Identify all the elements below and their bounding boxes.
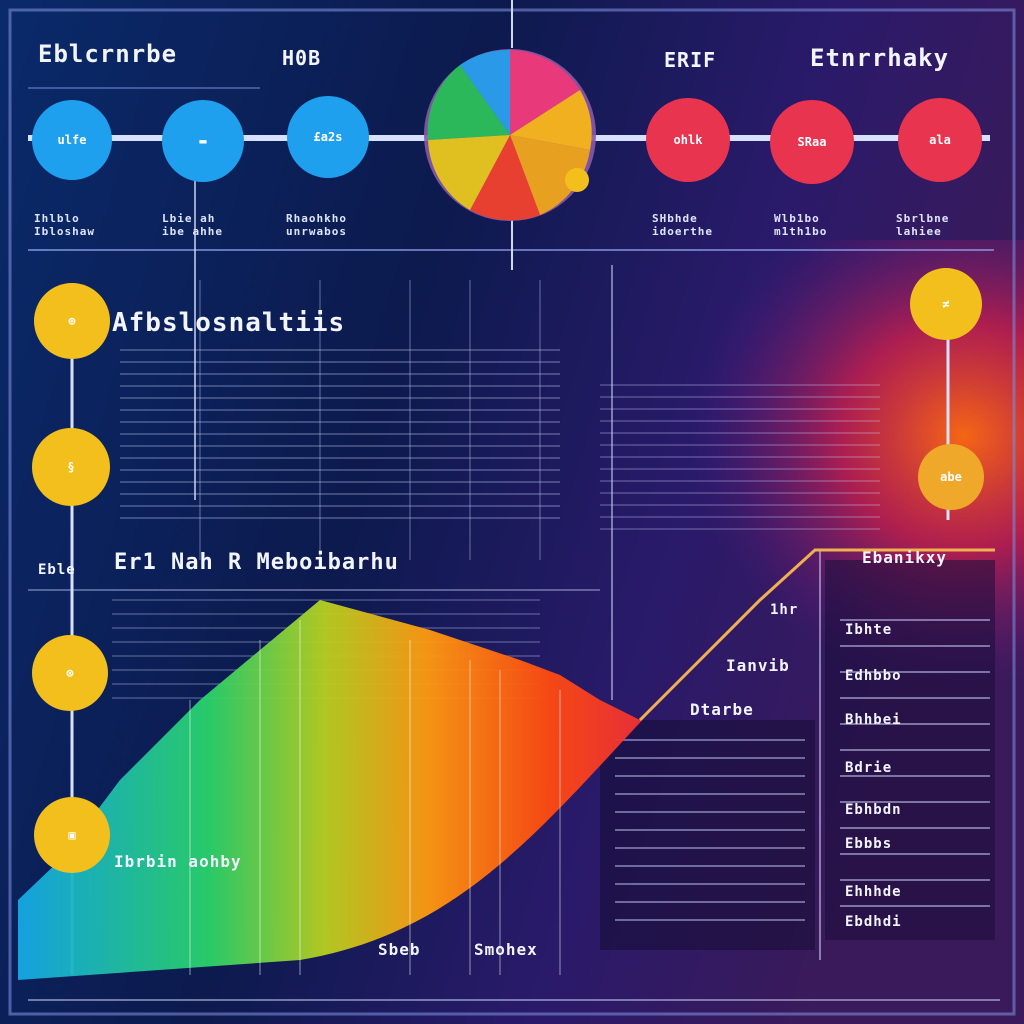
right-label-2: Ianvib bbox=[726, 656, 790, 675]
curve-label: Ibrbin aohby bbox=[114, 852, 242, 871]
timeline-node-red-1[interactable]: ohlk bbox=[646, 98, 730, 182]
sidebar-label: Eble bbox=[38, 562, 76, 578]
timeline-caption-2: Lbie ah ibe ahhe bbox=[162, 212, 223, 238]
right-node-2[interactable]: abe bbox=[918, 444, 984, 510]
timeline-node-blue-3[interactable]: £a2s bbox=[287, 96, 369, 178]
panel-item-4: Bdrie bbox=[845, 760, 893, 776]
main-heading: Afbslosnaltiis bbox=[112, 308, 346, 338]
panel-item-2: Edhbbo bbox=[845, 668, 902, 684]
panel-item-3: Bhhbei bbox=[845, 712, 902, 728]
timeline-node-blue-1[interactable]: ulfe bbox=[32, 100, 112, 180]
footer-label-1: Sbeb bbox=[378, 940, 421, 959]
panel-title: Ebanikxy bbox=[862, 548, 948, 567]
main-subheading: Er1 Nah R Meboibarhu bbox=[114, 550, 399, 575]
right-label-1: 1hr bbox=[770, 602, 799, 618]
sidebar-node-3[interactable]: ⊗ bbox=[32, 635, 108, 711]
panel-item-8: Ebdhdi bbox=[845, 914, 902, 930]
timeline-node-red-2[interactable]: SRaa bbox=[770, 100, 854, 184]
timeline-node-red-3[interactable]: ala bbox=[898, 98, 982, 182]
sidebar-node-1[interactable]: ⊕ bbox=[34, 283, 110, 359]
sidebar-node-2[interactable]: § bbox=[32, 428, 110, 506]
timeline-node-blue-2[interactable]: ▬ bbox=[162, 100, 244, 182]
panel-item-7: Ehhhde bbox=[845, 884, 902, 900]
timeline-caption-1: Ihlblo Ibloshaw bbox=[34, 212, 95, 238]
timeline-caption-6: Sbrlbne lahiee bbox=[896, 212, 950, 238]
title-hub-label: H0B bbox=[282, 46, 322, 70]
panel-item-5: Ebhbdn bbox=[845, 802, 902, 818]
timeline-caption-4: SHbhde idoerthe bbox=[652, 212, 713, 238]
sidebar-node-4[interactable]: ▣ bbox=[34, 797, 110, 873]
footer-label-2: Smohex bbox=[474, 940, 538, 959]
timeline-caption-3: Rhaohkho unrwabos bbox=[286, 212, 347, 238]
timeline-caption-5: Wlb1bo m1th1bo bbox=[774, 212, 828, 238]
title-right-2: Etnrrhaky bbox=[810, 44, 950, 72]
title-left: Eblcrnrbe bbox=[38, 40, 178, 68]
title-right-1: ERIF bbox=[664, 48, 717, 72]
right-label-3: Dtarbe bbox=[690, 700, 754, 719]
panel-item-6: Ebbbs bbox=[845, 836, 893, 852]
panel-item-1: Ibhte bbox=[845, 622, 893, 638]
right-node-1[interactable]: ≠ bbox=[910, 268, 982, 340]
